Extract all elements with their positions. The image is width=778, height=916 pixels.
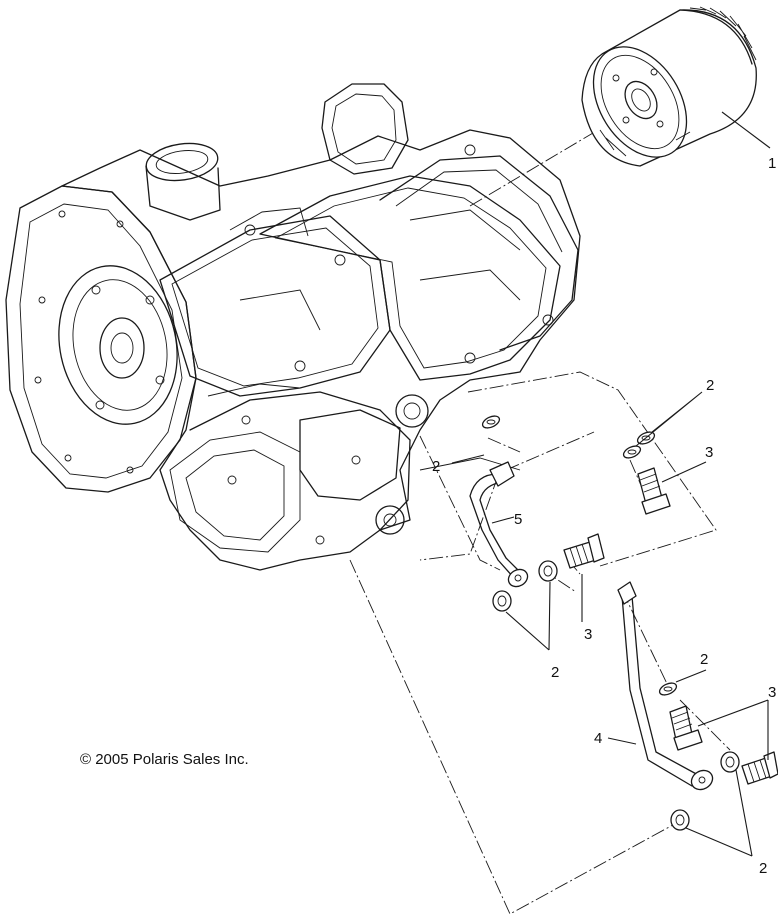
callout-washer-lower-right: 2 xyxy=(700,651,708,668)
callout-upper-oil-line: 5 xyxy=(514,511,522,528)
sealing-washers xyxy=(481,415,740,831)
callout-washers-bottom: 2 xyxy=(759,860,767,877)
callout-bolt-upper-right: 3 xyxy=(705,444,713,461)
callout-bolt-middle: 3 xyxy=(584,626,592,643)
callout-lower-oil-line: 4 xyxy=(594,730,602,747)
alignment-lines xyxy=(349,129,731,915)
oil-filter xyxy=(581,6,757,167)
callout-washers-middle: 2 xyxy=(551,664,559,681)
callout-labels: 1 2 2 3 5 3 2 2 3 4 2 xyxy=(432,155,776,877)
callout-washer-upper-left: 2 xyxy=(432,458,440,475)
engine-crankcase xyxy=(5,83,581,571)
callout-oil-filter: 1 xyxy=(768,155,776,172)
leader-lines xyxy=(451,111,771,857)
copyright-notice: © 2005 Polaris Sales Inc. xyxy=(80,751,249,768)
callout-washers-upper-right: 2 xyxy=(706,377,714,394)
banjo-bolts xyxy=(563,467,778,785)
upper-oil-line xyxy=(469,461,529,588)
lower-oil-line xyxy=(617,581,714,791)
callout-bolts-lower-right: 3 xyxy=(768,684,776,701)
